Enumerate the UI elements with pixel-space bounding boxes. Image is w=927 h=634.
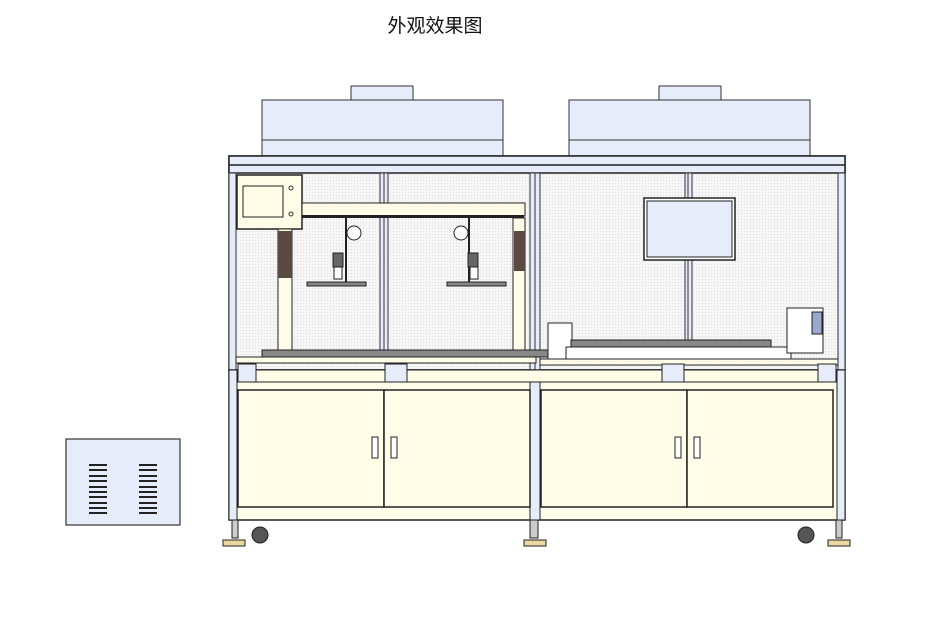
cabinet-door-4[interactable] bbox=[686, 389, 834, 508]
left-exhaust-hood bbox=[261, 85, 504, 158]
cabinet-door-2[interactable] bbox=[383, 389, 531, 508]
cabinet-doors bbox=[237, 389, 834, 508]
door-handles bbox=[371, 436, 701, 459]
cabinet-door-1[interactable] bbox=[237, 389, 385, 508]
right-worktable bbox=[539, 307, 839, 366]
control-box bbox=[65, 438, 181, 526]
right-exhaust-hood bbox=[568, 85, 811, 158]
touch-panel bbox=[236, 174, 303, 230]
print-head-left bbox=[306, 218, 367, 287]
cabinet-door-3[interactable] bbox=[540, 389, 688, 508]
monitor bbox=[643, 197, 736, 261]
casters bbox=[222, 519, 851, 547]
print-head-right bbox=[446, 218, 507, 287]
drawing-title: 外观效果图 bbox=[387, 15, 483, 37]
upper-enclosure bbox=[228, 155, 846, 371]
left-worktable bbox=[235, 349, 553, 364]
